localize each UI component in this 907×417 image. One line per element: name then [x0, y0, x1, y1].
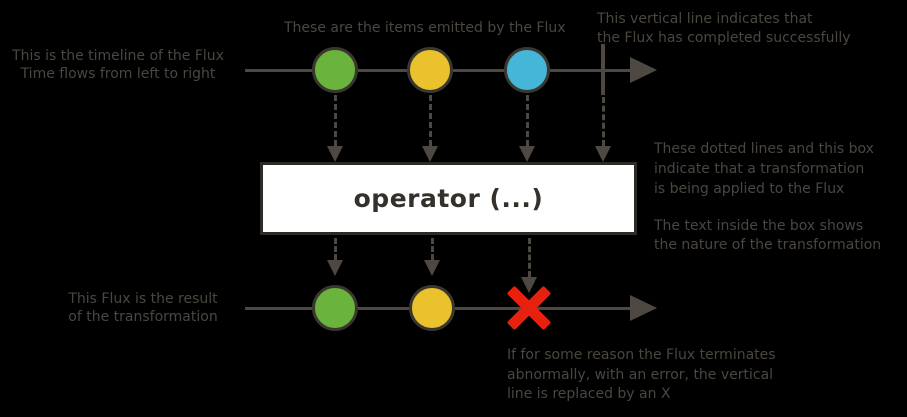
annotation-transformation: These dotted lines and this box indicate…	[654, 141, 874, 197]
dotted-line	[526, 95, 529, 146]
source-marble-yellow	[407, 47, 453, 93]
down-arrowhead-icon	[422, 146, 438, 162]
dotted-line	[431, 238, 434, 260]
operator-box: operator (...)	[260, 162, 637, 235]
down-arrowhead-icon	[327, 146, 343, 162]
source-marble-blue	[504, 47, 550, 93]
annotation-timeline: This is the timeline of the Flux Time fl…	[12, 48, 224, 82]
source-marble-green	[312, 47, 358, 93]
result-timeline-arrowhead-icon	[630, 295, 657, 321]
result-marble-yellow	[409, 285, 455, 331]
down-arrowhead-icon	[521, 277, 537, 293]
annotation-items-emitted: These are the items emitted by the Flux	[284, 20, 566, 36]
dotted-line	[602, 97, 605, 146]
annotation-result-flux: This Flux is the result of the transform…	[68, 291, 218, 325]
source-timeline-arrowhead-icon	[630, 57, 657, 83]
operator-label: operator (...)	[353, 184, 544, 213]
dotted-line	[528, 238, 531, 277]
error-x-icon	[506, 285, 552, 331]
down-arrowhead-icon	[519, 146, 535, 162]
down-arrowhead-icon	[424, 260, 440, 276]
dotted-line	[334, 238, 337, 260]
dotted-line	[429, 95, 432, 146]
annotation-error-terminal: If for some reason the Flux terminates a…	[507, 347, 776, 402]
dotted-line	[334, 95, 337, 146]
annotation-box-meaning: The text inside the box shows the nature…	[654, 218, 882, 253]
complete-vertical-line	[601, 44, 605, 95]
result-marble-green	[312, 285, 358, 331]
annotation-complete-line: This vertical line indicates that the Fl…	[597, 11, 851, 46]
down-arrowhead-icon	[327, 260, 343, 276]
down-arrowhead-icon	[595, 146, 611, 162]
